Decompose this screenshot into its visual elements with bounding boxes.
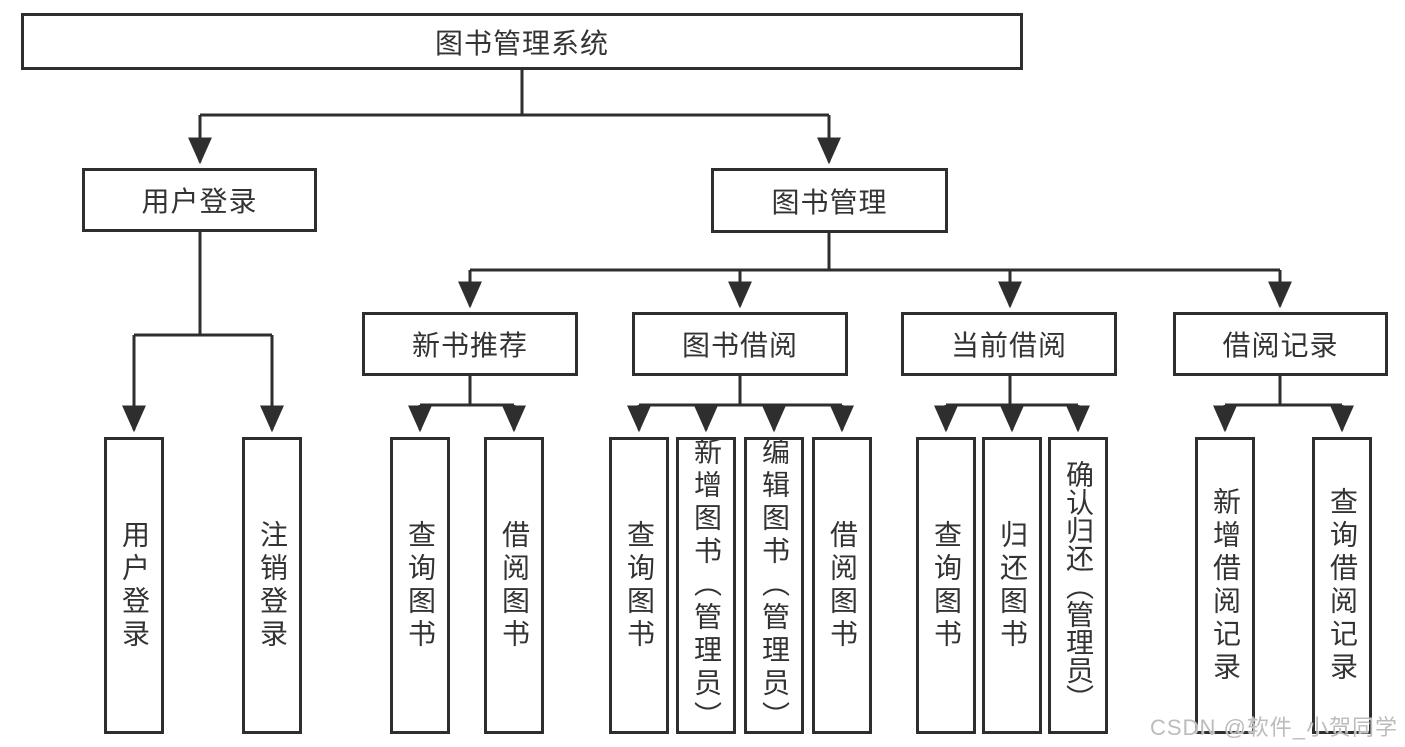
leaf-cb-return-books-label: 归还图书	[997, 519, 1028, 652]
leaf-user-login: 用户登录	[104, 437, 164, 734]
node-current-borrow: 当前借阅	[901, 312, 1117, 376]
leaf-logout-label: 注销登录	[257, 519, 288, 652]
leaf-br-query-record-label: 查询借阅记录	[1327, 486, 1358, 685]
node-book-management: 图书管理	[711, 168, 948, 233]
leaf-bb-borrow-books-label: 借阅图书	[827, 519, 858, 652]
leaf-bb-edit-books-admin: 编辑图书（管理员）	[744, 437, 804, 734]
leaf-bb-query-books: 查询图书	[609, 437, 669, 734]
node-root-system: 图书管理系统	[21, 13, 1023, 70]
node-new-book-recommend: 新书推荐	[362, 312, 578, 376]
leaf-bb-query-books-label: 查询图书	[624, 519, 655, 652]
watermark: CSDN @软件_小贺同学	[1150, 715, 1399, 740]
leaf-br-add-record-label: 新增借阅记录	[1210, 486, 1241, 685]
node-borrow-records: 借阅记录	[1173, 312, 1388, 376]
leaf-bb-add-books-admin: 新增图书（管理员）	[676, 437, 736, 734]
leaf-user-login-label: 用户登录	[119, 519, 150, 652]
leaf-br-add-record: 新增借阅记录	[1195, 437, 1255, 734]
leaf-cb-return-books: 归还图书	[982, 437, 1042, 734]
leaf-rec-borrow-books: 借阅图书	[484, 437, 544, 734]
leaf-logout: 注销登录	[242, 437, 302, 734]
leaf-rec-query-books: 查询图书	[390, 437, 450, 734]
leaf-cb-confirm-return-admin: 确认归还（管理员）	[1048, 437, 1108, 734]
leaf-rec-borrow-books-label: 借阅图书	[499, 519, 530, 652]
leaf-bb-borrow-books: 借阅图书	[812, 437, 872, 734]
leaf-bb-add-books-admin-label: 新增图书（管理员）	[691, 437, 722, 734]
node-user-login: 用户登录	[82, 168, 317, 232]
leaf-cb-confirm-return-admin-label: 确认归还（管理员）	[1063, 459, 1094, 712]
leaf-rec-query-books-label: 查询图书	[405, 519, 436, 652]
leaf-cb-query-books: 查询图书	[916, 437, 976, 734]
leaf-br-query-record: 查询借阅记录	[1312, 437, 1372, 734]
node-book-borrow: 图书借阅	[632, 312, 848, 376]
leaf-bb-edit-books-admin-label: 编辑图书（管理员）	[759, 437, 790, 734]
leaf-cb-query-books-label: 查询图书	[931, 519, 962, 652]
